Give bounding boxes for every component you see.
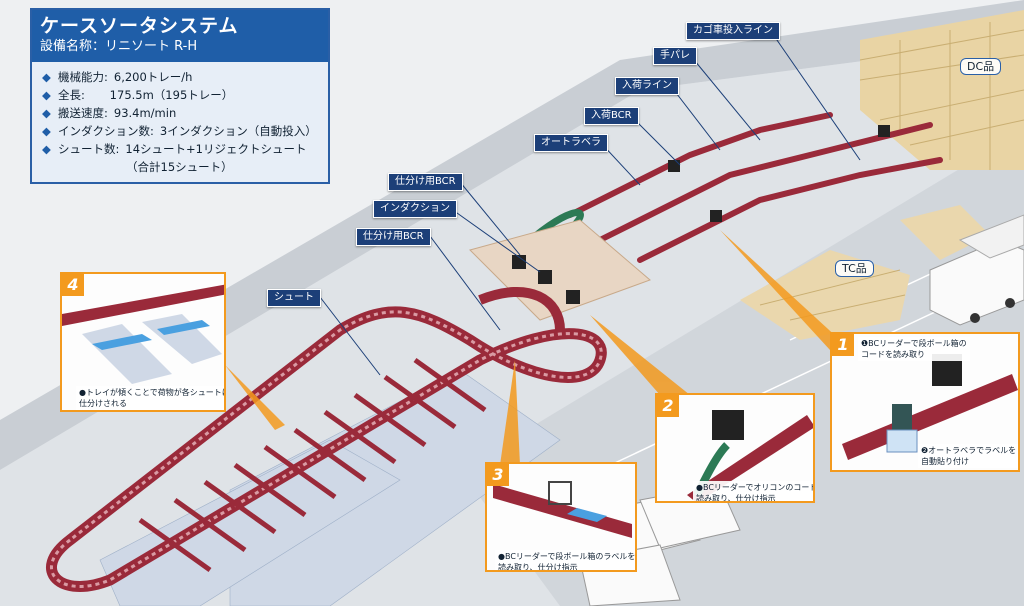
barcode-readers — [512, 125, 890, 304]
spec-row-capacity: ◆ 機械能力: 6,200トレー/h — [42, 68, 318, 86]
tc-text: TC品 — [835, 260, 874, 277]
spec-value: 14シュート+1リジェクトシュート — [125, 142, 307, 156]
spec-key: 搬送速度: — [58, 106, 108, 120]
inset-1-caption-1: ❶BCリーダーで段ボール箱の コードを読み取り — [858, 337, 970, 361]
inset-4-caption: ●トレイが傾くことで荷物が各シュートに 仕分けされる — [76, 386, 224, 410]
label-sort-bcr-upper: 仕分け用BCR — [388, 173, 463, 191]
trucks-right — [929, 214, 1024, 326]
inset-3: 3 ●BCリーダーで段ボール箱のラベルを 読み取り、仕分け指示 — [485, 462, 637, 572]
spec-row-induction: ◆ インダクション数: 3インダクション（自動投入） — [42, 122, 318, 140]
inset-1-illustration — [842, 354, 1018, 460]
crate-storage — [99, 369, 561, 606]
label-tc-goods: TC品 — [835, 260, 874, 277]
label-inbound-bcr: 入荷BCR — [584, 107, 639, 125]
inset-1-caption-2: ❷オートラベラでラベルを 自動貼り付け — [918, 444, 1018, 468]
diamond-icon: ◆ — [42, 142, 51, 156]
inset-2-number: 2 — [657, 395, 679, 417]
label-sort-bcr-lower: 仕分け用BCR — [356, 228, 431, 246]
spec-panel: ケースソータシステム 設備名称：リニソート R-H ◆ 機械能力: 6,200トレー… — [30, 8, 330, 184]
spec-body: ◆ 機械能力: 6,200トレー/h ◆ 全長: 175.5m（195トレー） ◆ 搬送… — [32, 62, 328, 182]
inbound-conveyors — [567, 112, 943, 263]
spec-subtitle: 設備名称：リニソート R-H — [40, 39, 198, 54]
dc-text: DC品 — [960, 58, 1002, 75]
inset-4-illustration — [62, 284, 224, 384]
inset-3-caption: ●BCリーダーで段ボール箱のラベルを 読み取り、仕分け指示 — [495, 550, 635, 570]
inset-2-illustration — [687, 410, 813, 501]
label-inbound-line: 入荷ライン — [615, 77, 679, 95]
spec-row-chutes-total: （合計15シュート） — [126, 160, 233, 174]
spec-key: 全長: — [58, 88, 85, 102]
diamond-icon: ◆ — [42, 124, 51, 138]
spec-value: 6,200トレー/h — [113, 70, 193, 84]
label-dc-goods: DC品 — [960, 58, 1002, 75]
spec-row-length: ◆ 全長: 175.5m（195トレー） — [42, 86, 318, 104]
inset-callouts — [225, 230, 840, 465]
label-hand-pallet: 手パレ — [653, 47, 697, 65]
spec-header: ケースソータシステム 設備名称：リニソート R-H — [32, 10, 328, 62]
inset-2-caption: ●BCリーダーでオリコンのコードを 読み取り、仕分け指示 — [693, 481, 813, 501]
spec-key: インダクション数: — [58, 124, 154, 138]
inset-3-number: 3 — [487, 464, 509, 486]
sorter-upper-curve — [478, 286, 565, 331]
sorter-trays — [50, 310, 603, 588]
inset-1-number: 1 — [832, 334, 854, 356]
label-induction: インダクション — [373, 200, 457, 218]
spec-row-speed: ◆ 搬送速度: 93.4m/min — [42, 104, 318, 122]
diamond-icon: ◆ — [42, 70, 51, 84]
chute-lanes — [138, 357, 487, 573]
inset-2: 2 ●BCリーダーでオリコンのコードを 読み取り、仕分け指示 — [655, 393, 815, 503]
inset-4: 4 ●トレイが傾くことで荷物が各シュートに 仕分けされる — [60, 272, 226, 412]
label-cage-cart-line: カゴ車投入ライン — [686, 22, 780, 40]
spec-title: ケースソータシステム — [40, 15, 239, 37]
inset-1: 1 ❶BCリーダーで段ボール箱の コードを読み取り ❷オートラベラでラベルを 自… — [830, 332, 1020, 472]
diamond-icon: ◆ — [42, 106, 51, 120]
inset-3-illustration — [493, 481, 632, 538]
spec-row-chutes: ◆ シュート数: 14シュート+1リジェクトシュート — [42, 140, 318, 158]
spec-key: 機械能力: — [58, 70, 108, 84]
spec-value: 3インダクション（自動投入） — [159, 124, 317, 138]
spec-value: 175.5m（195トレー） — [90, 88, 234, 102]
spec-value: 93.4m/min — [113, 106, 177, 120]
label-auto-labeler: オートラベラ — [534, 134, 608, 152]
inset-4-number: 4 — [62, 274, 84, 296]
spec-key: シュート数: — [58, 142, 120, 156]
diamond-icon: ◆ — [42, 88, 51, 102]
label-chute: シュート — [267, 289, 321, 307]
